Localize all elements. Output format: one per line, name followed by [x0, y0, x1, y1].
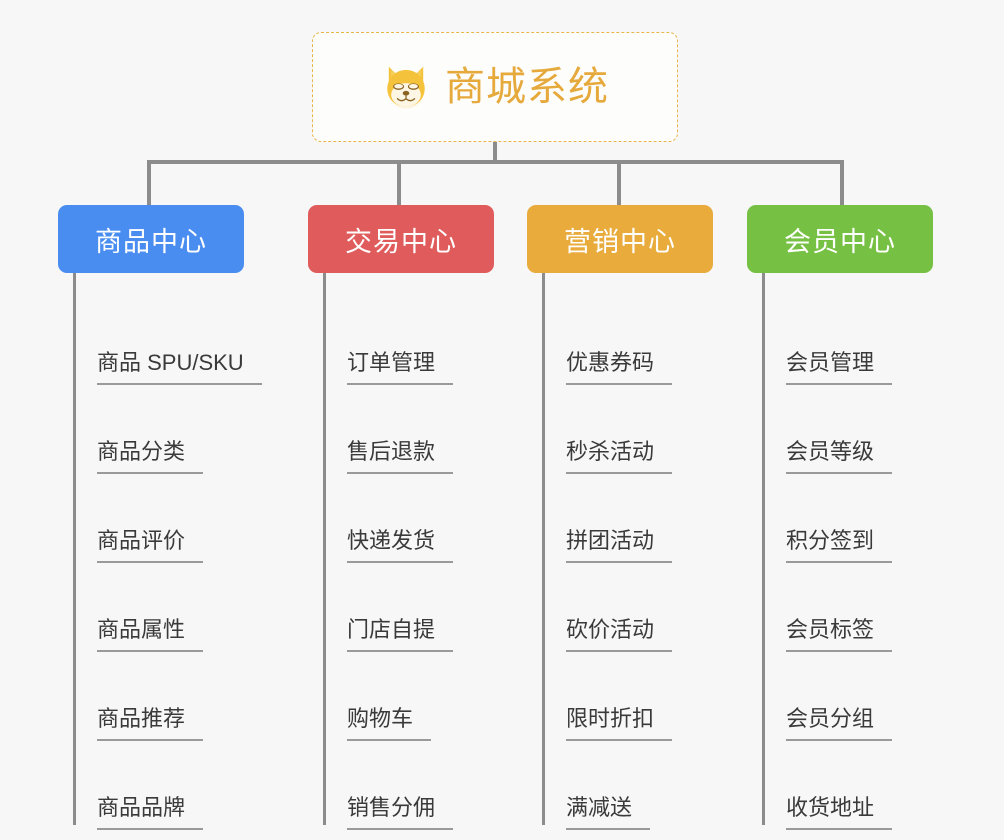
leaf-label: 积分签到 — [786, 528, 893, 563]
branch-marketing-center: 营销中心 优惠券码 秒杀活动 拼团活动 砍价活动 限时折扣 满减送 — [527, 205, 713, 830]
leaf-list-member-center: 会员管理 会员等级 积分签到 会员标签 会员分组 收货地址 — [747, 273, 933, 830]
branch-product-center: 商品中心 商品 SPU/SKU 商品分类 商品评价 商品属性 商品推荐 商品品牌 — [58, 205, 262, 830]
leaf-list-product-center: 商品 SPU/SKU 商品分类 商品评价 商品属性 商品推荐 商品品牌 — [58, 273, 262, 830]
branch-spine — [762, 273, 765, 825]
leaf-label: 砍价活动 — [566, 617, 673, 652]
leaf-label: 商品品牌 — [97, 795, 204, 830]
list-item[interactable]: 商品分类 — [75, 385, 244, 474]
list-item[interactable]: 商品属性 — [75, 563, 244, 652]
leaf-label: 销售分佣 — [347, 795, 454, 830]
leaf-label: 订单管理 — [347, 350, 454, 385]
branch-spine — [73, 273, 76, 825]
list-item[interactable]: 收货地址 — [764, 741, 933, 830]
branch-trade-center: 交易中心 订单管理 售后退款 快递发货 门店自提 购物车 销售分佣 — [308, 205, 494, 830]
list-item[interactable]: 商品 SPU/SKU — [75, 296, 262, 385]
branch-header-member-center[interactable]: 会员中心 — [747, 205, 933, 273]
list-item[interactable]: 会员分组 — [764, 652, 933, 741]
list-item[interactable]: 购物车 — [325, 652, 494, 741]
branch-header-trade-center[interactable]: 交易中心 — [308, 205, 494, 273]
branch-header-label: 交易中心 — [345, 226, 457, 257]
connector-drop-product-center — [147, 160, 151, 205]
list-item[interactable]: 会员管理 — [764, 296, 933, 385]
leaf-label: 秒杀活动 — [566, 439, 673, 474]
list-item[interactable]: 门店自提 — [325, 563, 494, 652]
list-item[interactable]: 订单管理 — [325, 296, 494, 385]
leaf-label: 会员管理 — [786, 350, 893, 385]
connector-root-stem — [493, 142, 497, 164]
list-item[interactable]: 满减送 — [544, 741, 713, 830]
list-item[interactable]: 会员等级 — [764, 385, 933, 474]
list-item[interactable]: 优惠券码 — [544, 296, 713, 385]
leaf-label: 商品评价 — [97, 528, 204, 563]
leaf-label: 门店自提 — [347, 617, 454, 652]
root-node-mall-system[interactable]: 商城系统 — [312, 32, 678, 142]
leaf-label: 满减送 — [566, 795, 651, 830]
branch-spine — [323, 273, 326, 825]
leaf-label: 会员等级 — [786, 439, 893, 474]
branch-spine — [542, 273, 545, 825]
leaf-label: 商品分类 — [97, 439, 204, 474]
connector-drop-marketing-center — [617, 160, 621, 205]
leaf-label: 商品推荐 — [97, 706, 204, 741]
leaf-label: 会员标签 — [786, 617, 893, 652]
leaf-label: 购物车 — [347, 706, 432, 741]
leaf-label: 优惠券码 — [566, 350, 673, 385]
list-item[interactable]: 会员标签 — [764, 563, 933, 652]
list-item[interactable]: 商品推荐 — [75, 652, 244, 741]
branch-header-label: 会员中心 — [784, 226, 896, 257]
leaf-label: 商品 SPU/SKU — [97, 350, 262, 385]
branch-header-label: 营销中心 — [564, 226, 676, 257]
leaf-label: 快递发货 — [347, 528, 454, 563]
list-item[interactable]: 限时折扣 — [544, 652, 713, 741]
connector-drop-trade-center — [397, 160, 401, 205]
leaf-label: 收货地址 — [786, 795, 893, 830]
branch-header-marketing-center[interactable]: 营销中心 — [527, 205, 713, 273]
list-item[interactable]: 销售分佣 — [325, 741, 494, 830]
leaf-label: 商品属性 — [97, 617, 204, 652]
leaf-label: 会员分组 — [786, 706, 893, 741]
root-node-title: 商城系统 — [445, 65, 609, 109]
shiba-dog-face-icon — [387, 66, 425, 109]
list-item[interactable]: 商品品牌 — [75, 741, 244, 830]
leaf-list-trade-center: 订单管理 售后退款 快递发货 门店自提 购物车 销售分佣 — [308, 273, 494, 830]
list-item[interactable]: 快递发货 — [325, 474, 494, 563]
connector-horizontal-bus — [147, 160, 844, 164]
connector-drop-member-center — [840, 160, 844, 205]
leaf-label: 限时折扣 — [566, 706, 673, 741]
list-item[interactable]: 拼团活动 — [544, 474, 713, 563]
list-item[interactable]: 砍价活动 — [544, 563, 713, 652]
leaf-label: 拼团活动 — [566, 528, 673, 563]
leaf-list-marketing-center: 优惠券码 秒杀活动 拼团活动 砍价活动 限时折扣 满减送 — [527, 273, 713, 830]
branch-header-label: 商品中心 — [95, 226, 207, 257]
list-item[interactable]: 秒杀活动 — [544, 385, 713, 474]
list-item[interactable]: 积分签到 — [764, 474, 933, 563]
list-item[interactable]: 售后退款 — [325, 385, 494, 474]
branch-member-center: 会员中心 会员管理 会员等级 积分签到 会员标签 会员分组 收货地址 — [747, 205, 933, 830]
list-item[interactable]: 商品评价 — [75, 474, 244, 563]
branch-header-product-center[interactable]: 商品中心 — [58, 205, 244, 273]
leaf-label: 售后退款 — [347, 439, 454, 474]
